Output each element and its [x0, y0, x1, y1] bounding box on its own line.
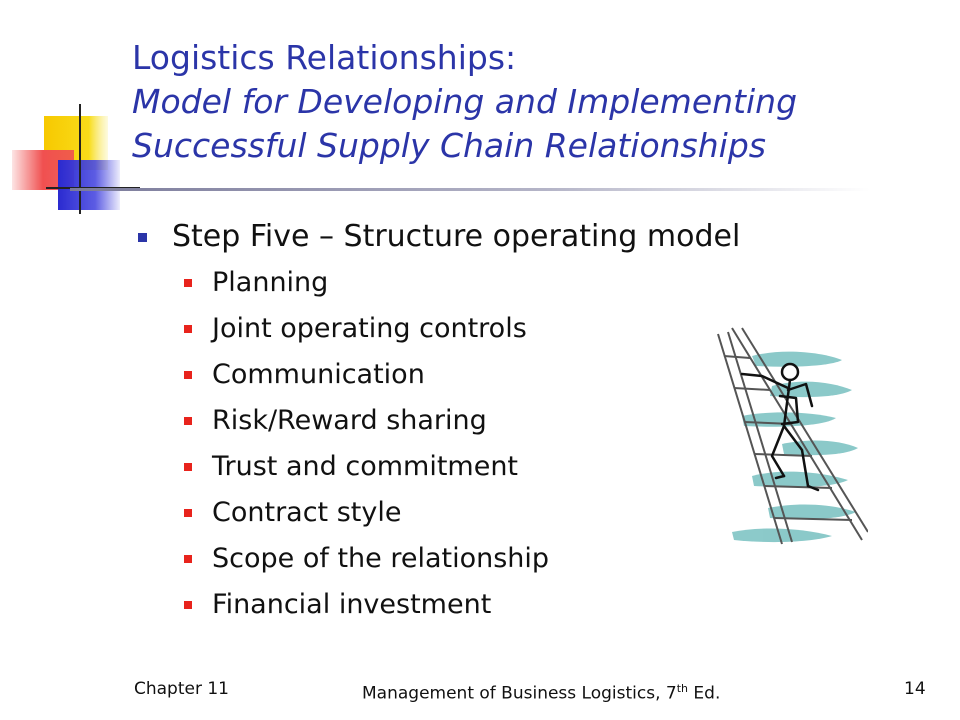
square-bullet-icon: [184, 371, 192, 379]
slide-title: Logistics Relationships: Model for Devel…: [132, 36, 932, 168]
bullet-sub-text: Communication: [212, 359, 425, 390]
bullet-level-2: Planning: [134, 260, 834, 306]
bullet-sub-text: Contract style: [212, 497, 402, 528]
footer-chapter: Chapter 11: [134, 679, 230, 699]
bullet-sub-text: Joint operating controls: [212, 313, 527, 344]
footer-book-suffix: Ed.: [688, 683, 721, 704]
bullet-main-text: Step Five – Structure operating model: [172, 219, 741, 254]
footer-page-number: 14: [904, 679, 926, 699]
bullet-level-2: Contract style: [134, 490, 834, 536]
footer-book-superscript: th: [676, 682, 689, 695]
bullet-level-2: Trust and commitment: [134, 444, 834, 490]
title-subtitle-line-1: Model for Developing and Implementing: [132, 82, 798, 121]
square-bullet-icon: [184, 509, 192, 517]
bullet-list: Step Five – Structure operating model Pl…: [134, 214, 834, 628]
title-subtitle-line-2: Successful Supply Chain Relationships: [132, 126, 766, 165]
bullet-sub-text: Planning: [212, 267, 329, 298]
bullet-sub-text: Risk/Reward sharing: [212, 405, 487, 436]
square-bullet-icon: [184, 279, 192, 287]
square-bullet-icon: [138, 233, 147, 242]
square-bullet-icon: [184, 325, 192, 333]
title-main: Logistics Relationships:: [132, 38, 517, 77]
title-divider: [70, 188, 870, 191]
bullet-sub-text: Trust and commitment: [212, 451, 519, 482]
bullet-sub-text: Scope of the relationship: [212, 543, 550, 574]
square-bullet-icon: [184, 555, 192, 563]
square-bullet-icon: [184, 601, 192, 609]
bullet-level-2: Risk/Reward sharing: [134, 398, 834, 444]
bullet-level-1: Step Five – Structure operating model: [134, 214, 834, 260]
square-bullet-icon: [184, 417, 192, 425]
bullet-level-2: Joint operating controls: [134, 306, 834, 352]
corner-decoration-icon: [12, 104, 140, 214]
bullet-sub-text: Financial investment: [212, 589, 492, 620]
footer-book-prefix: Management of Business Logistics, 7: [362, 683, 677, 704]
bullet-level-2: Scope of the relationship: [134, 536, 834, 582]
footer-book-title: Management of Business Logistics, 7th Ed…: [362, 678, 720, 705]
square-bullet-icon: [184, 463, 192, 471]
bullet-level-2: Communication: [134, 352, 834, 398]
ladder-climber-icon: [717, 327, 868, 545]
bullet-level-2: Financial investment: [134, 582, 834, 628]
